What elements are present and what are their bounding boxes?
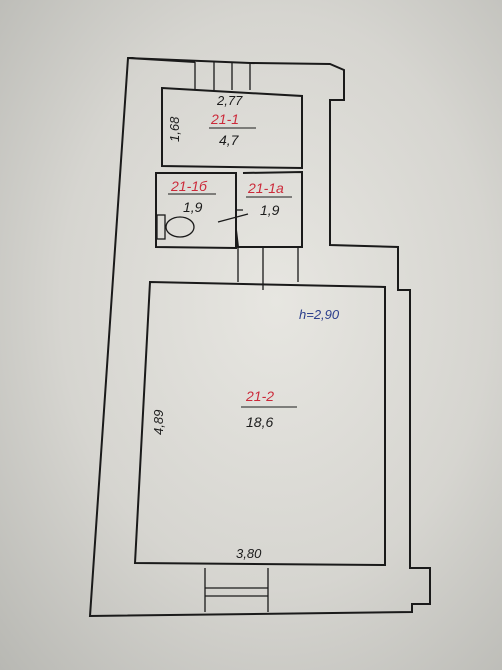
room-21-2-number: 21-2 bbox=[245, 388, 274, 404]
dim-room2-width: 3,80 bbox=[236, 546, 262, 561]
room-21-2-area: 18,6 bbox=[246, 414, 273, 430]
dim-room2-depth: 4,89 bbox=[151, 410, 166, 435]
room-21-1b-outline bbox=[155, 172, 237, 250]
top-window bbox=[194, 62, 251, 90]
room-21-1b-number: 21-1б bbox=[170, 178, 208, 194]
room-21-1a-number: 21-1а bbox=[247, 180, 284, 196]
corridor bbox=[237, 248, 299, 290]
outer-wall bbox=[88, 56, 431, 618]
room-21-1a-outline bbox=[235, 170, 303, 248]
room-21-2-outline bbox=[133, 280, 386, 567]
dim-room1-width: 2,77 bbox=[216, 93, 243, 108]
bottom-window bbox=[204, 568, 269, 612]
ceiling-height: h=2,90 bbox=[299, 307, 340, 322]
dim-room1-depth: 1,68 bbox=[167, 116, 182, 142]
toilet-icon bbox=[156, 214, 195, 240]
room-21-1-area: 4,7 bbox=[219, 132, 240, 148]
room-21-1b-area: 1,9 bbox=[183, 199, 203, 215]
right-offset bbox=[397, 247, 412, 569]
room-21-1-outline bbox=[161, 86, 303, 170]
room-21-1-number: 21-1 bbox=[210, 111, 239, 127]
room-21-1a-area: 1,9 bbox=[260, 202, 280, 218]
wc-door bbox=[217, 209, 249, 223]
